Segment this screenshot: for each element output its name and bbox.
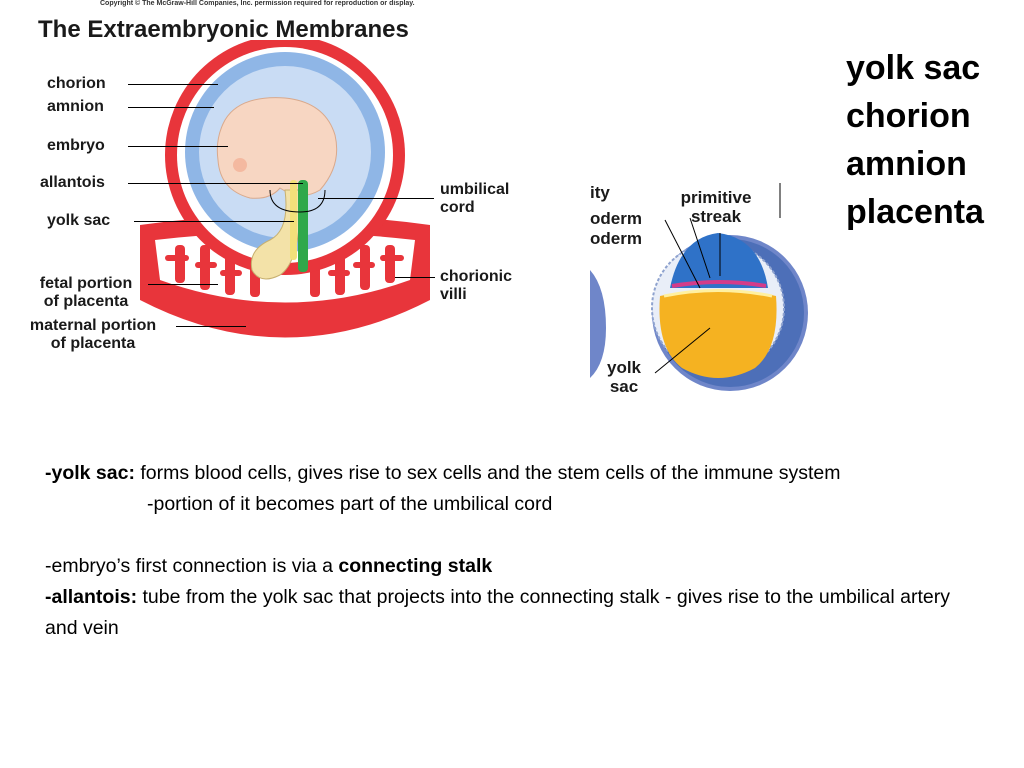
extraembryonic-membranes-diagram: [140, 40, 430, 338]
terms-list: yolk sac chorion amnion placenta: [846, 44, 984, 236]
term-placenta: placenta: [846, 193, 984, 231]
term-chorion: chorion: [846, 97, 971, 135]
label-umbilical-line2: cord: [440, 199, 475, 216]
copyright-notice: Copyright © The McGraw-Hill Companies, I…: [100, 0, 415, 7]
label-umbilical-cord: umbilical cord: [440, 181, 509, 217]
label-amnion: amnion: [47, 98, 104, 115]
leader-fetal-portion: [148, 284, 218, 285]
label-maternal-portion-line2: of placenta: [50, 335, 136, 352]
label-yolk-sac: yolk sac: [47, 212, 111, 229]
leader-chorionic-villi: [395, 277, 435, 278]
leader-allantois: [128, 183, 303, 184]
note-connecting-stalk-text: -embryo’s first connection is via a: [45, 555, 339, 577]
note-allantois-text: tube from the yolk sac that projects int…: [45, 586, 950, 639]
label-fetal-portion-line1: fetal portion: [39, 275, 133, 292]
note-connecting-stalk-term: connecting stalk: [338, 555, 493, 577]
label-yolk-sac-2: yolk sac: [600, 358, 648, 396]
label-fetal-portion-line2: of placenta: [43, 293, 129, 310]
label-chorion: chorion: [47, 75, 106, 92]
note-connecting-stalk: -embryo’s first connection is via a conn…: [45, 551, 965, 582]
leader-yolk-sac: [134, 221, 294, 222]
note-portion: -portion of it becomes part of the umbil…: [147, 493, 553, 515]
label-ity: ity: [590, 183, 610, 202]
label-oderm-1: oderm: [590, 209, 642, 228]
label-umbilical-line1: umbilical: [440, 181, 510, 198]
note-yolk-sac: -yolk sac: forms blood cells, gives rise…: [45, 458, 965, 489]
label-primitive: primitive: [680, 188, 752, 207]
note-yolk-sac-text: forms blood cells, gives rise to sex cel…: [134, 462, 841, 484]
label-chorionic-line2: villi: [440, 286, 467, 303]
label-chorionic-line1: chorionic: [440, 268, 513, 285]
note-allantois: -allantois: tube from the yolk sac that …: [45, 582, 965, 644]
leader-embryo: [128, 146, 228, 147]
term-yolk-sac: yolk sac: [846, 49, 981, 87]
spacer: [45, 520, 965, 551]
label-maternal-portion-line1: maternal portion: [29, 317, 157, 334]
term-amnion: amnion: [846, 145, 967, 183]
primitive-streak-diagram: [590, 183, 808, 391]
label-primitive-streak: primitive streak: [664, 188, 768, 226]
leader-umbilical-cord: [318, 198, 434, 199]
label-embryo: embryo: [47, 137, 105, 154]
label-fetal-portion: fetal portion of placenta: [26, 275, 146, 311]
leader-maternal-portion: [176, 326, 246, 327]
label-maternal-portion: maternal portion of placenta: [12, 317, 174, 353]
label-streak: streak: [690, 207, 742, 226]
label-yolk: yolk: [606, 358, 642, 377]
label-chorionic-villi: chorionic villi: [440, 268, 512, 304]
label-allantois: allantois: [40, 174, 105, 191]
label-sac: sac: [609, 377, 639, 396]
notes-text: -yolk sac: forms blood cells, gives rise…: [45, 458, 965, 644]
leader-amnion: [128, 107, 214, 108]
note-allantois-term: -allantois:: [45, 586, 138, 608]
leader-chorion: [128, 84, 218, 85]
label-oderm-2: oderm: [590, 229, 642, 248]
figure-title: The Extraembryonic Membranes: [38, 16, 409, 43]
note-yolk-sac-term: -yolk sac:: [45, 462, 135, 484]
